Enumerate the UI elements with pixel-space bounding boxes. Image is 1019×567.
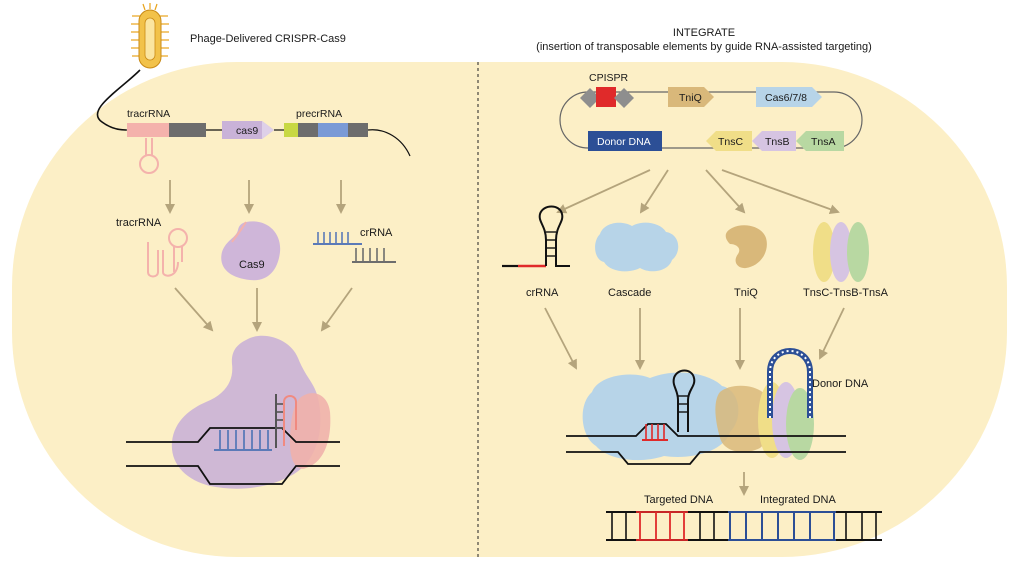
right-arrows-bottom bbox=[544, 307, 845, 370]
repeat-gene-1 bbox=[298, 123, 318, 137]
tracrrna-gene bbox=[127, 123, 169, 137]
phage-dna-strand bbox=[96, 69, 141, 131]
operon-label-precrrna: precrRNA bbox=[296, 108, 342, 120]
crrna-product-left bbox=[313, 232, 396, 263]
integrate-plasmid bbox=[559, 87, 863, 151]
crispr-repeat-diamond-2 bbox=[614, 88, 634, 108]
cas9-dna-complex bbox=[126, 335, 340, 489]
product-label-crrna-right: crRNA bbox=[526, 287, 559, 299]
product-label-cascade: Cascade bbox=[608, 287, 651, 299]
integrated-dna-result bbox=[606, 511, 882, 541]
tracrrna-product bbox=[147, 228, 188, 278]
cascade-protein-blob bbox=[595, 222, 679, 272]
tniq-protein-blob bbox=[725, 225, 767, 269]
spacer-gene-blue bbox=[318, 123, 348, 137]
result-label-targeted: Targeted DNA bbox=[644, 494, 714, 506]
result-label-integrated: Integrated DNA bbox=[760, 494, 836, 506]
targeted-dna-segment bbox=[636, 511, 688, 541]
leader-gene bbox=[284, 123, 298, 137]
tracr-hairpin-small bbox=[139, 138, 159, 174]
operon-label-crispr: CPISPR bbox=[589, 72, 629, 84]
spacer-gene-dark-1 bbox=[169, 123, 206, 137]
crispr-repeat-diamond-1 bbox=[580, 88, 600, 108]
left-operon bbox=[126, 121, 411, 157]
operon-label-tnsb: TnsB bbox=[765, 136, 790, 148]
crispr-spacer-red bbox=[596, 87, 616, 107]
tniq-gene bbox=[668, 87, 714, 107]
operon-label-tnsa: TnsA bbox=[811, 136, 836, 148]
operon-label-tniq: TniQ bbox=[679, 92, 702, 104]
product-label-tns: TnsC-TnsB-TnsA bbox=[803, 287, 889, 299]
operon-label-tnsc: TnsC bbox=[718, 136, 744, 148]
right-arrows-top bbox=[556, 169, 840, 214]
operon-label-donor: Donor DNA bbox=[597, 136, 651, 148]
cas678-gene bbox=[756, 87, 822, 107]
left-title: Phage-Delivered CRISPR-Cas9 bbox=[190, 33, 346, 45]
cas9-gene bbox=[222, 121, 274, 139]
phage-icon bbox=[131, 3, 169, 69]
crrna-product-right bbox=[502, 205, 570, 268]
right-title: INTEGRATE bbox=[673, 27, 735, 39]
right-subtitle: (insertion of transposable elements by g… bbox=[536, 41, 872, 53]
product-label-cas9: Cas9 bbox=[239, 259, 265, 271]
operon-label-tracrrna: tracrRNA bbox=[127, 108, 170, 120]
product-label-crrna: crRNA bbox=[360, 227, 393, 239]
complex-label-donor-dna: Donor DNA bbox=[812, 378, 869, 390]
tnsc-gene bbox=[706, 131, 752, 151]
product-label-tniq: TniQ bbox=[734, 287, 758, 299]
left-arrows-bottom bbox=[174, 287, 353, 332]
donor-dna-gene bbox=[588, 131, 662, 151]
integrated-dna-segment bbox=[728, 511, 836, 541]
product-label-tracrrna: tracrRNA bbox=[116, 217, 162, 229]
tnsb-gene bbox=[752, 131, 796, 151]
integrate-complex bbox=[566, 348, 846, 465]
tnsa-gene bbox=[796, 131, 844, 151]
operon-label-cas678: Cas6/7/8 bbox=[765, 92, 807, 104]
operon-label-cas9: cas9 bbox=[236, 125, 258, 137]
tns-complex-product bbox=[813, 222, 869, 282]
left-arrows-top bbox=[165, 180, 346, 214]
repeat-gene-2 bbox=[348, 123, 368, 137]
